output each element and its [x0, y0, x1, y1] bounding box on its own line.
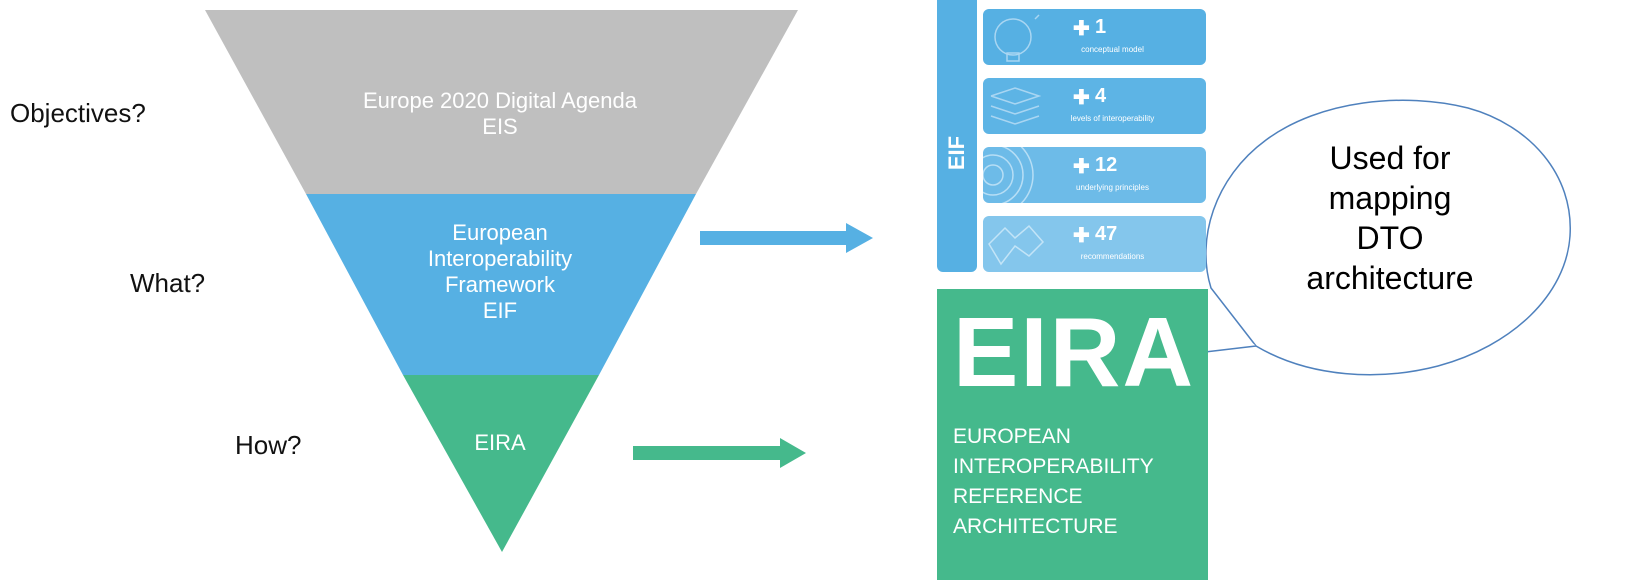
funnel-middle-line4: EIF	[482, 298, 518, 323]
eira-line-4: ARCHITECTURE	[953, 515, 1118, 538]
eif-card-number: ✚	[1073, 225, 1090, 247]
callout-text: Used for mapping DTO architecture	[1270, 138, 1510, 298]
eif-card-principles: ✚ 12 underlying principles	[983, 147, 1206, 203]
eif-card-number-value: 12	[1095, 154, 1118, 176]
eira-line-1: EUROPEAN	[953, 425, 1071, 448]
question-how: How?	[235, 430, 302, 460]
arrow-eira	[633, 438, 806, 468]
eif-side-label: EIF	[944, 135, 969, 171]
eira-line-3: REFERENCE	[953, 485, 1083, 508]
eif-card-caption: levels of interoperability	[1070, 114, 1155, 123]
callout-line-2: mapping	[1328, 180, 1452, 216]
funnel-bottom-label: EIRA	[474, 430, 526, 455]
eif-panel: EIF	[937, 0, 1213, 275]
puzzle-icon	[988, 224, 1045, 266]
concentric-circles-icon	[983, 147, 1034, 203]
funnel-middle-line2: Interoperability	[427, 246, 573, 271]
funnel-middle-line3: Framework	[444, 272, 555, 297]
callout-line-3: DTO	[1356, 220, 1424, 256]
callout-line-1: Used for	[1329, 140, 1451, 176]
layers-icon	[990, 87, 1042, 125]
eif-card-number: ✚	[1073, 87, 1090, 109]
eif-side-bar	[937, 0, 977, 272]
eif-card-levels: ✚ 4 levels of interoperability	[983, 78, 1206, 134]
eif-card-number: ✚	[1073, 18, 1090, 40]
eira-panel: EIRA EUROPEAN INTEROPERABILITY REFERENCE…	[937, 289, 1208, 580]
funnel-middle-line1: European	[452, 220, 548, 245]
eif-card-caption: conceptual model	[1081, 45, 1144, 54]
eif-card-conceptual-model: ✚ 1 conceptual model	[983, 9, 1206, 65]
eif-card-number-value: 4	[1095, 85, 1107, 107]
funnel-middle-label: European Interoperability Framework EIF	[390, 220, 610, 324]
arrow-eif	[700, 223, 873, 253]
funnel-top-line1: Europe 2020 Digital Agenda	[363, 88, 637, 113]
eif-card-number-value: 1	[1095, 16, 1107, 38]
funnel-middle-section	[306, 194, 696, 375]
eira-title: EIRA	[953, 297, 1196, 407]
eif-card-recommendations: ✚ 47 recommendations	[983, 216, 1206, 272]
lightbulb-icon	[994, 14, 1040, 62]
callout-line-4: architecture	[1306, 260, 1474, 296]
question-objectives: Objectives?	[10, 98, 146, 128]
eif-card-number: ✚	[1073, 156, 1090, 178]
funnel-bottom-section	[403, 375, 599, 552]
funnel-top-label: Europe 2020 Digital Agenda EIS	[300, 88, 700, 140]
eif-card-caption: recommendations	[1080, 252, 1145, 261]
funnel-top-line2: EIS	[482, 114, 518, 139]
question-what: What?	[130, 268, 206, 298]
eif-card-caption: underlying principles	[1076, 183, 1149, 192]
callout-bubble	[1205, 99, 1571, 376]
eif-card-number-value: 47	[1095, 223, 1118, 245]
funnel-top-section	[205, 10, 798, 194]
eira-line-2: INTEROPERABILITY	[953, 455, 1154, 478]
